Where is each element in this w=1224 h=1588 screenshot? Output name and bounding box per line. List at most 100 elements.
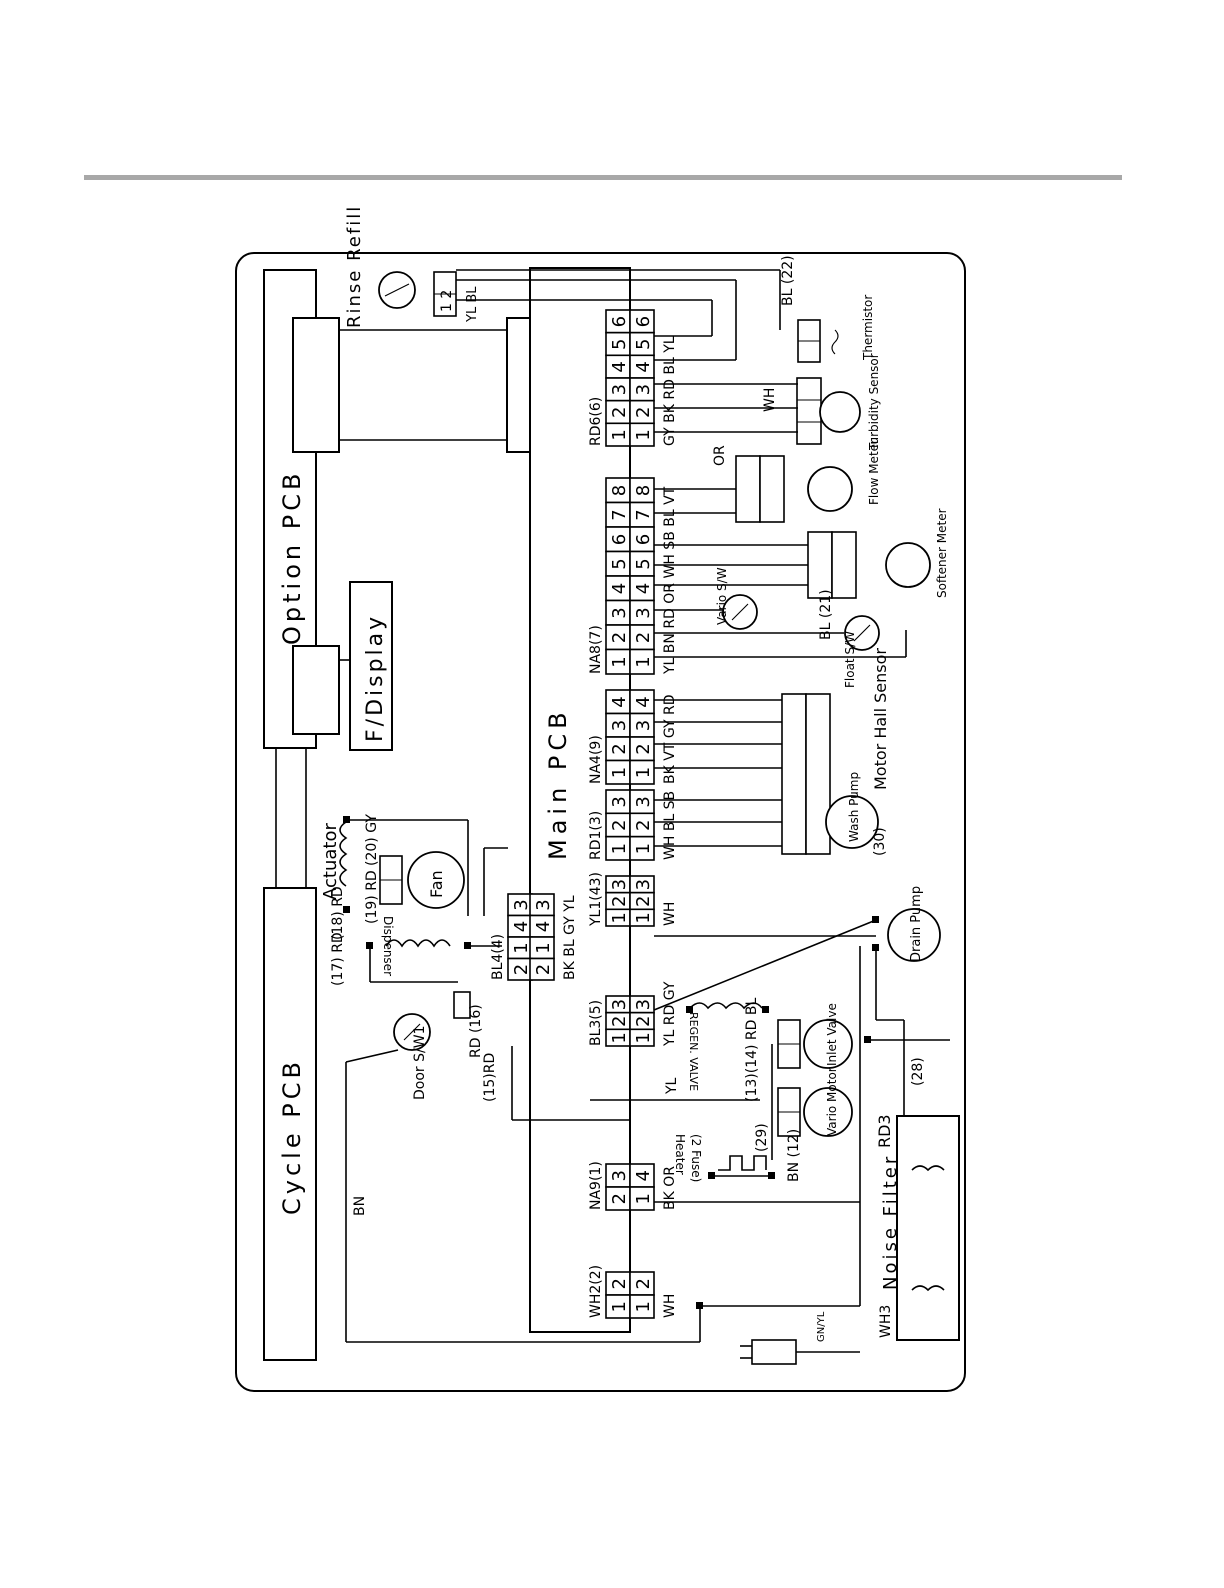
connector-cell <box>629 1028 655 1047</box>
connector-cell <box>629 1294 655 1319</box>
vario-motor: Vario Motor <box>777 1067 853 1137</box>
tag-17: (17) RD <box>330 932 346 986</box>
connector-pin: 2 <box>633 1278 654 1289</box>
connector-pin: 2 <box>633 896 654 907</box>
connector-pin: 8 <box>633 485 654 496</box>
inlet-valve: Inlet Valve <box>777 1003 853 1069</box>
connector-pin: 3 <box>633 607 654 618</box>
main-pcb-label: Main PCB <box>544 707 572 860</box>
connector-pin: 2 <box>633 407 654 418</box>
connector-wire-colors: WH <box>662 902 678 926</box>
connector-cell <box>605 501 631 528</box>
connector-pin: 6 <box>633 316 654 327</box>
tag-bn: BN <box>352 1196 368 1216</box>
connector-wire-colors: BK BL GY YL <box>562 895 578 980</box>
connector-pin: 5 <box>609 558 630 569</box>
connector-pin: 1 <box>633 912 654 923</box>
connector-cell <box>629 501 655 528</box>
connector-cell <box>605 624 631 651</box>
connector-cell <box>629 908 655 927</box>
door-switch: Door S/W1 <box>393 991 471 1100</box>
connector-cell <box>605 575 631 602</box>
connector-pin: 3 <box>633 879 654 890</box>
connector-pin: 6 <box>633 534 654 545</box>
connector-wire-colors: BK OR <box>662 1166 678 1210</box>
connector-label: WH2(2) <box>588 1265 604 1318</box>
connector-pin: 1 <box>511 942 532 953</box>
connector-pin: 4 <box>533 921 554 932</box>
connector-pin: 1 <box>633 429 654 440</box>
tag-16: RD (16) <box>468 1004 484 1058</box>
connector-pin: 5 <box>633 339 654 350</box>
connector-cell <box>629 648 655 675</box>
connector-cell <box>629 550 655 577</box>
connector-cell <box>629 422 655 447</box>
connector-pin: 4 <box>633 583 654 594</box>
float-sw-label: Float S/W <box>843 631 857 688</box>
connector-pin: 1 <box>609 843 630 854</box>
connector-pin: 5 <box>633 558 654 569</box>
regen-valve-label: REGEN. VALVE <box>687 1012 700 1091</box>
connector-label: NA4(9) <box>588 735 604 784</box>
turbidity-sensor: Turbidity Sensor <box>796 353 881 451</box>
connector-pin: 1 <box>609 1301 630 1312</box>
connector-wire-colors: BK VT GY RD <box>662 695 678 784</box>
tag-bl22: BL (22) <box>780 255 796 306</box>
motor-hall-sensor: Motor Hall Sensor <box>781 648 890 855</box>
connector-cell <box>629 835 655 861</box>
softener-meter: Softener Meter <box>807 508 949 599</box>
tag-20: (20) GY <box>364 814 380 866</box>
connector-pin: 1 <box>609 429 630 440</box>
connector-pin: 2 <box>609 896 630 907</box>
connector-cell <box>629 1186 655 1211</box>
connector-wire-colors: YL BN RD OR WH SB BL VT <box>662 486 678 675</box>
connector-pin: 7 <box>633 509 654 520</box>
tag-19: (19) RD <box>364 870 380 924</box>
regen-valve: REGEN. VALVE <box>687 1002 763 1091</box>
power-plug: GN/YL <box>740 1311 860 1365</box>
connector-pin: 3 <box>511 899 532 910</box>
thermistor: Thermistor <box>797 295 875 363</box>
float-switch: Float S/W <box>843 615 880 688</box>
connector-pin: 3 <box>609 720 630 731</box>
rinse-refill-label: Rinse Refill <box>344 205 365 328</box>
connector-pin: 2 <box>609 820 630 831</box>
tag-bl21: BL (21) <box>818 589 834 640</box>
door-sw-label: Door S/W1 <box>412 1026 428 1100</box>
connector-cell <box>605 599 631 626</box>
option-pcb: Option PCB <box>263 269 554 749</box>
actuator: Actuator Fan <box>320 821 465 909</box>
header-rule <box>84 175 1122 180</box>
tag-wh: WH <box>762 388 778 412</box>
connector-pin: 5 <box>609 339 630 350</box>
connector-pin: 1 <box>633 1032 654 1043</box>
tag-yl: YL <box>664 1077 680 1095</box>
cycle-pcb-label: Cycle PCB <box>278 1058 306 1215</box>
connector-pin: 3 <box>633 796 654 807</box>
tag-14: (13)(14) RD BL <box>744 998 760 1102</box>
connector-pin: 1 <box>609 767 630 778</box>
connector-pin: 1 <box>633 1193 654 1204</box>
noise-filter: Noise Filter RD3 WH3 <box>875 1114 960 1341</box>
rinse-refill-sensor: 1 2 YL BL Rinse Refill <box>344 205 480 328</box>
vario-motor-label: Vario Motor <box>825 1067 839 1136</box>
drain-pump-label: Drain Pump <box>909 886 924 962</box>
connector-pin: 3 <box>633 720 654 731</box>
connector-pin: 3 <box>633 999 654 1010</box>
cycle-pcb: Cycle PCB <box>263 887 317 1361</box>
tag-28: (28) <box>910 1057 926 1086</box>
rinse-pins-label: 1 2 <box>439 290 455 312</box>
connector-pin: 1 <box>609 912 630 923</box>
connector-pin: 2 <box>533 964 554 975</box>
connector-pin: 2 <box>633 743 654 754</box>
wh3-label: WH3 <box>878 1305 894 1338</box>
connector-pin: 2 <box>609 743 630 754</box>
connector-pin: 4 <box>511 921 532 932</box>
connector-cell <box>629 624 655 651</box>
